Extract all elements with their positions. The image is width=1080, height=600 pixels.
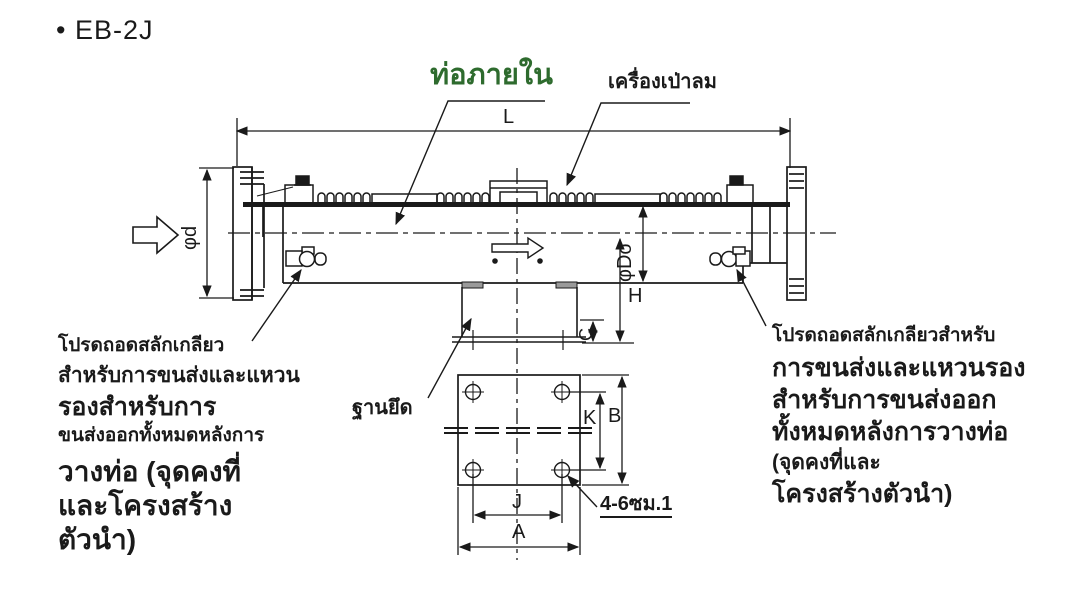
callout-bolt-holes: 4-6ซม.1 <box>600 493 673 518</box>
internal-flow-arrow <box>491 236 545 264</box>
dim-label-L: L <box>503 106 515 128</box>
note-left-line-3: รองสำหรับการ <box>58 392 217 421</box>
right-shipping-bolt <box>709 246 751 268</box>
left-shipping-bolt <box>285 246 327 268</box>
dim-base-offset <box>580 319 604 343</box>
dim-bolt-span-horizontal <box>472 474 563 523</box>
dim-base-depth <box>582 374 629 486</box>
callout-blower: เครื่องเป่าลม <box>608 71 717 93</box>
note-left-line-4: ขนส่งออกทั้งหมดหลังการ <box>58 425 265 447</box>
note-left-line-6: และโครงสร้าง <box>58 490 233 522</box>
dim-label-phi-Do: φDo <box>614 243 636 282</box>
note-left-line-7: ตัวนำ) <box>58 524 137 556</box>
callout-base-mount: ฐานยึด <box>352 397 413 419</box>
bellows-assembly <box>284 175 754 204</box>
note-right-line-1: โปรดถอดสลักเกลียวสำหรับ <box>772 325 996 346</box>
note-right-line-6: โครงสร้างตัวนำ) <box>772 479 953 508</box>
leader-lines <box>251 100 767 508</box>
bolt-holes-text: 4-6ซม.1 <box>600 493 673 518</box>
dim-label-C: C <box>576 328 596 341</box>
dim-label-phi-d: φd <box>179 225 201 250</box>
dim-inlet-diameter <box>199 167 234 299</box>
centerlines <box>228 168 836 560</box>
dim-label-H: H <box>628 285 643 307</box>
note-right-line-5: (จุดคงที่และ <box>772 450 881 474</box>
dim-height <box>582 237 634 344</box>
dim-overall-length <box>235 118 792 168</box>
note-left: โปรดถอดสลักเกลียว สำหรับการขนส่งและแหวน … <box>58 336 300 558</box>
note-right: โปรดถอดสลักเกลียวสำหรับ การขนส่งและแหวนร… <box>772 326 1025 513</box>
base-bracket <box>452 281 586 350</box>
left-flange <box>232 166 265 301</box>
dim-label-A: A <box>512 521 526 543</box>
dim-label-K: K <box>583 407 597 429</box>
dim-base-width <box>457 487 581 555</box>
page-title: • EB-2J <box>56 15 154 45</box>
dim-bolt-span-vertical <box>570 391 606 471</box>
inlet-flow-arrow <box>132 215 180 255</box>
dim-label-J: J <box>512 491 522 513</box>
note-right-line-3: สำหรับการขนส่งออก <box>772 386 997 415</box>
callout-inner-pipe: ท่อภายใน <box>430 59 553 91</box>
dim-label-B: B <box>608 405 622 427</box>
note-right-line-4: ทั้งหมดหลังการวางท่อ <box>772 418 1009 447</box>
note-left-line-1: โปรดถอดสลักเกลียว <box>58 335 225 356</box>
note-left-line-5: วางท่อ (จุดคงที่ <box>58 456 241 488</box>
base-plate <box>444 374 594 486</box>
pipe-body <box>262 207 787 284</box>
note-left-line-2: สำหรับการขนส่งและแหวน <box>58 363 300 387</box>
note-right-line-2: การขนส่งและแหวนรอง <box>772 353 1026 382</box>
